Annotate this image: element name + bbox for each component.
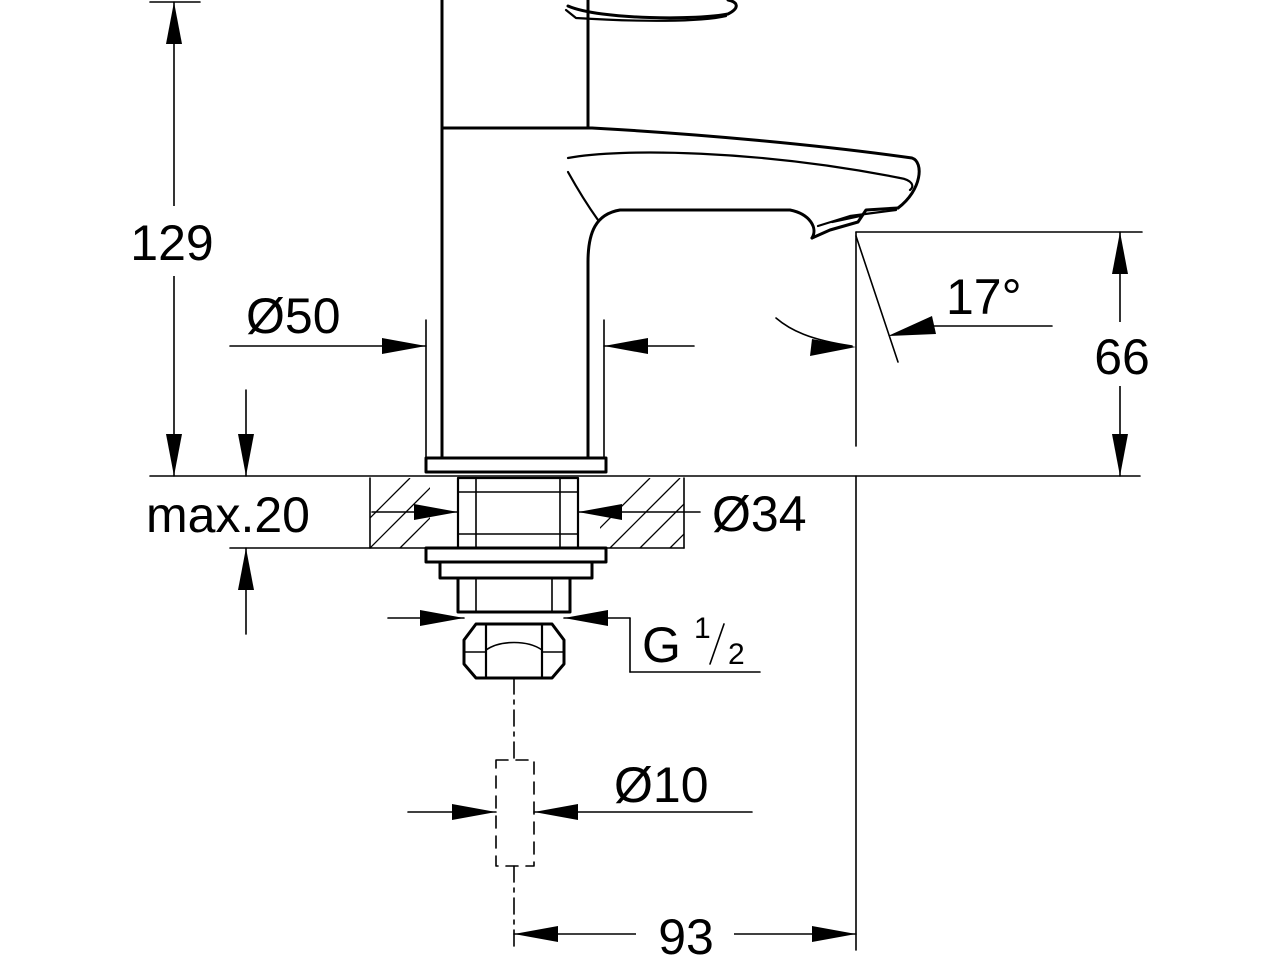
thread-fraction-numerator: 1 [694, 612, 711, 645]
dimension-thread: G 1 2 [387, 610, 761, 673]
faucet-body [424, 0, 921, 474]
mounting-shank [424, 476, 608, 680]
hose-diameter-label: Ø10 [614, 757, 709, 813]
supply-hose [495, 677, 535, 951]
dimension-hose-diameter: Ø10 [407, 757, 753, 820]
dimension-max-thickness: max.20 [146, 389, 310, 635]
dimension-projection: 93 [513, 475, 857, 965]
thread-fraction-denominator: 2 [728, 638, 745, 671]
projection-label: 93 [658, 909, 714, 960]
dimension-total-height: 129 [118, 1, 228, 477]
spout-height-label: 66 [1094, 329, 1150, 385]
thread-main-label: G [642, 617, 681, 673]
max-thickness-label: max.20 [146, 487, 310, 543]
spout-angle-label: 17° [946, 269, 1022, 325]
body-diameter-label: Ø50 [246, 288, 341, 344]
dimension-hole-diameter: Ø34 [371, 486, 807, 542]
dimension-body-diameter: Ø50 [229, 288, 695, 473]
dimension-spout-height: 66 [855, 231, 1164, 477]
hole-diameter-label: Ø34 [712, 486, 807, 542]
total-height-label: 129 [130, 215, 213, 271]
dimension-spout-angle: 17° [775, 231, 1053, 447]
